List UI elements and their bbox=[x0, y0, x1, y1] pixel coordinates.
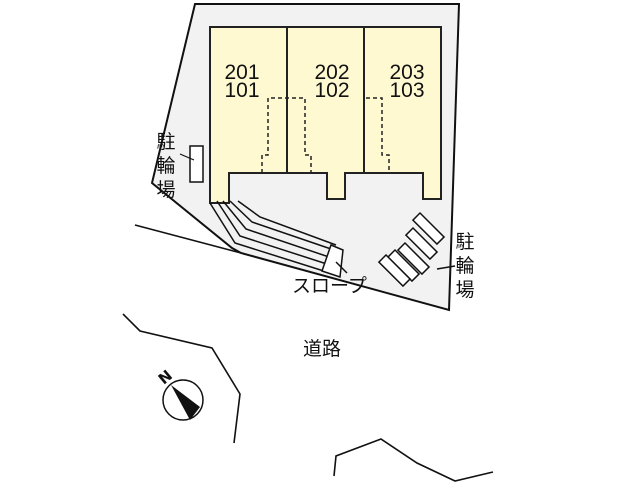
svg-text:場: 場 bbox=[156, 179, 175, 201]
unit-labels: 201 101 202 102 203 103 bbox=[224, 61, 424, 102]
svg-text:駐: 駐 bbox=[455, 231, 474, 253]
unit-102-label: 102 bbox=[314, 79, 349, 102]
unit-201-label: 201 bbox=[224, 61, 259, 84]
compass-icon: N bbox=[155, 366, 204, 421]
svg-text:輪: 輪 bbox=[156, 155, 175, 177]
slope-label: スロープ bbox=[292, 275, 367, 297]
svg-text:場: 場 bbox=[455, 279, 474, 301]
svg-text:輪: 輪 bbox=[455, 255, 474, 277]
bicycle-parking-left: 駐 輪 場 bbox=[156, 131, 204, 201]
unit-101-label: 101 bbox=[224, 79, 259, 102]
unit-202-label: 202 bbox=[314, 61, 349, 84]
road-edges bbox=[122, 224, 494, 482]
bicycle-parking-right: 駐 輪 場 bbox=[377, 211, 475, 301]
building bbox=[209, 26, 442, 204]
slope-ramp: スロープ bbox=[209, 200, 367, 297]
unit-203-label: 203 bbox=[389, 61, 424, 84]
unit-103-label: 103 bbox=[389, 79, 424, 102]
road-label: 道路 bbox=[303, 338, 341, 360]
svg-text:駐: 駐 bbox=[156, 131, 175, 153]
dashed-partitions bbox=[261, 97, 390, 173]
